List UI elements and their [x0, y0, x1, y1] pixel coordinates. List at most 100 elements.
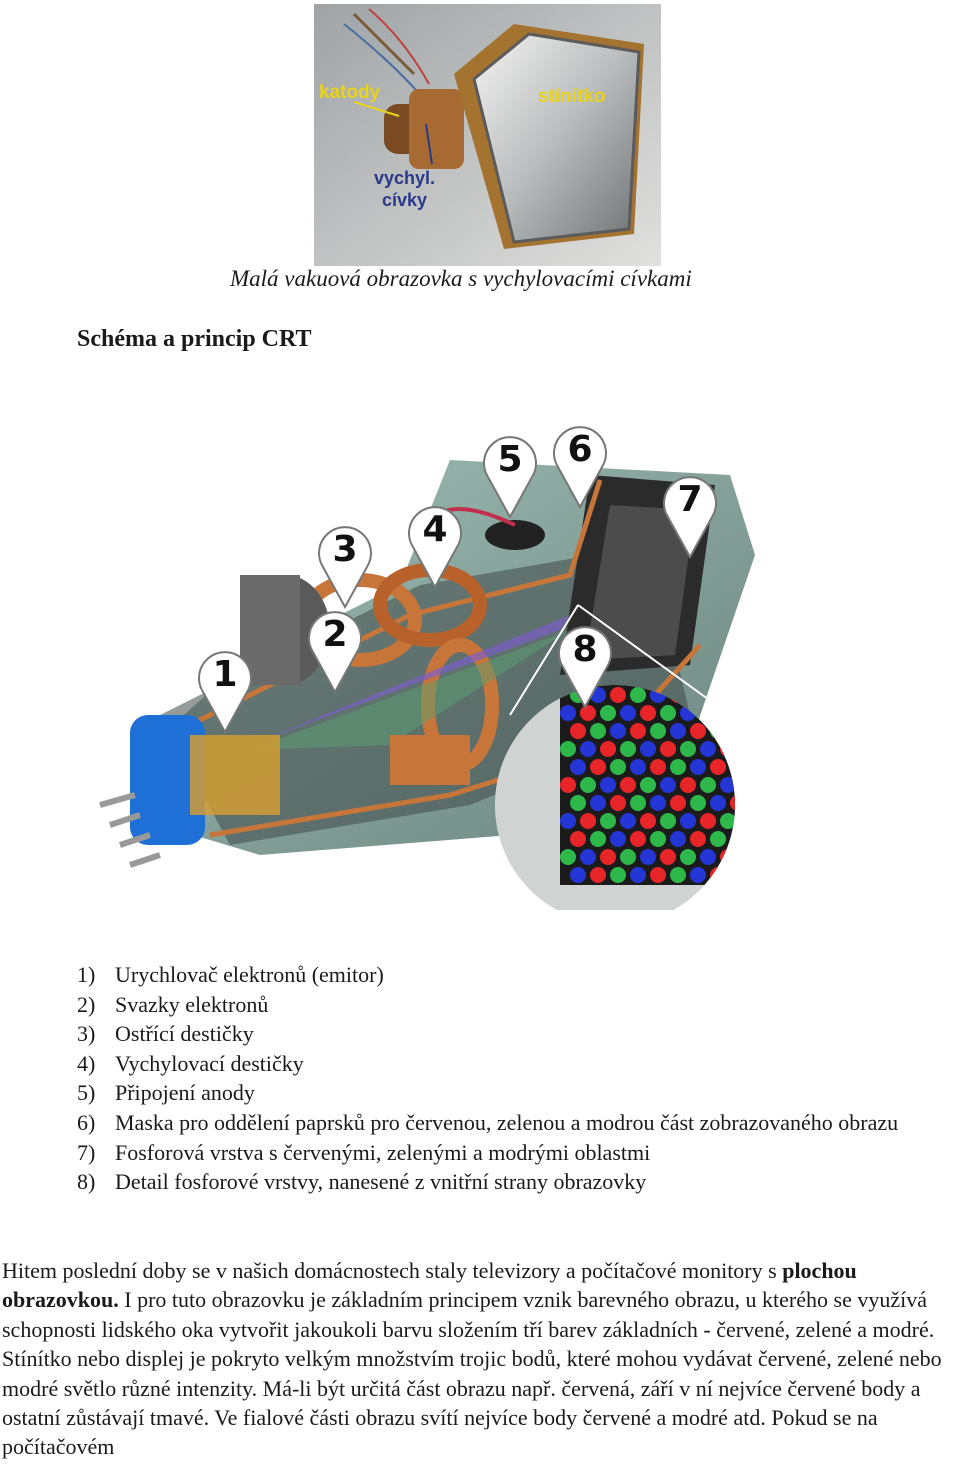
phosphor-dot: [650, 723, 666, 739]
photo-label-cathodes: katody: [319, 82, 381, 103]
phosphor-dot: [630, 867, 646, 883]
phosphor-dot: [700, 741, 716, 757]
phosphor-dot: [560, 741, 576, 757]
phosphor-dot: [740, 741, 756, 757]
phosphor-dot: [710, 795, 726, 811]
phosphor-dot: [610, 795, 626, 811]
legend-item-text: Fosforová vrstva s červenými, zelenými a…: [115, 1139, 651, 1165]
legend-item-text: Maska pro oddělení paprsků pro červenou,…: [115, 1109, 899, 1135]
phosphor-dot: [640, 705, 656, 721]
diagram-marker-5: 5: [483, 436, 537, 520]
legend-list: 1)Urychlovač elektronů (emitor)2)Svazky …: [77, 960, 957, 1197]
phosphor-dot: [580, 849, 596, 865]
phosphor-dot: [710, 831, 726, 847]
phosphor-dot: [760, 741, 770, 757]
legend-item: 6)Maska pro oddělení paprsků pro červeno…: [77, 1108, 957, 1138]
legend-item-number: 8): [77, 1169, 96, 1195]
diagram-marker-label: 7: [677, 479, 702, 520]
phosphor-dot: [720, 741, 735, 757]
phosphor-dot: [570, 723, 586, 739]
phosphor-dot: [760, 669, 770, 685]
body-paragraph: Hitem poslední doby se v našich domácnos…: [2, 1256, 960, 1462]
phosphor-dot: [660, 705, 676, 721]
phosphor-dot: [730, 795, 735, 811]
phosphor-dot: [580, 741, 596, 757]
phosphor-dot: [610, 759, 626, 775]
phosphor-dot: [730, 723, 735, 739]
phosphor-dot: [650, 867, 666, 883]
legend-item-text: Detail fosforové vrstvy, nanesené z vnit…: [115, 1169, 647, 1195]
phosphor-dot: [600, 705, 616, 721]
phosphor-dot: [670, 759, 686, 775]
legend-item: 8) Detail fosforové vrstvy, nanesené z vn…: [77, 1167, 957, 1197]
diagram-marker-label: 2: [322, 614, 347, 655]
diagram-marker-label: 8: [572, 629, 597, 670]
phosphor-dot: [690, 867, 706, 883]
phosphor-dot: [720, 777, 735, 793]
phosphor-dot: [760, 849, 770, 865]
diagram-marker-6: 6: [553, 426, 607, 510]
phosphor-dot: [690, 723, 706, 739]
diagram-marker-3: 3: [318, 526, 372, 610]
phosphor-dot: [730, 867, 735, 883]
body-text-before: Hitem poslední doby se v našich domácnos…: [2, 1258, 783, 1283]
phosphor-dot: [740, 813, 756, 829]
phosphor-dot: [610, 831, 626, 847]
phosphor-dot: [650, 795, 666, 811]
phosphor-dot: [640, 777, 656, 793]
phosphor-dot: [670, 831, 686, 847]
phosphor-dot: [700, 813, 716, 829]
phosphor-dot: [680, 777, 696, 793]
phosphor-dot: [580, 813, 596, 829]
photo-label-screen: stínítko: [538, 86, 606, 107]
phosphor-dot: [600, 849, 616, 865]
phosphor-dot: [760, 777, 770, 793]
phosphor-dot: [640, 741, 656, 757]
phosphor-dot: [730, 687, 735, 703]
phosphor-dot: [680, 741, 696, 757]
phosphor-dot: [680, 813, 696, 829]
phosphor-dot: [650, 759, 666, 775]
phosphor-dot: [600, 741, 616, 757]
phosphor-dot: [630, 723, 646, 739]
legend-item-number: 7): [77, 1139, 96, 1165]
phosphor-dot: [580, 777, 596, 793]
phosphor-dot: [670, 795, 686, 811]
diagram-marker-label: 1: [212, 654, 237, 695]
phosphor-dot: [760, 813, 770, 829]
phosphor-dot: [630, 831, 646, 847]
phosphor-dot: [690, 831, 706, 847]
diagram-marker-7: 7: [663, 476, 717, 560]
phosphor-dot: [730, 759, 735, 775]
phosphor-dot: [560, 705, 576, 721]
legend-item-number: 1): [77, 962, 96, 987]
phosphor-dot: [630, 687, 646, 703]
phosphor-dot: [590, 831, 606, 847]
phosphor-dot: [610, 867, 626, 883]
phosphor-dot: [750, 867, 766, 883]
phosphor-dot: [710, 759, 726, 775]
phosphor-dot: [590, 723, 606, 739]
photo-label-coils-1: vychyl.: [374, 168, 435, 188]
phosphor-dot: [660, 849, 676, 865]
phosphor-dot: [660, 813, 676, 829]
phosphor-dot: [640, 813, 656, 829]
photo-caption: Malá vakuová obrazovka s vychylovacími c…: [230, 266, 692, 291]
phosphor-dot: [710, 867, 726, 883]
legend-item-number: 3): [77, 1021, 96, 1047]
phosphor-dot: [750, 687, 766, 703]
legend-item-text: Urychlovač elektronů (emitor): [115, 962, 384, 987]
phosphor-dot: [750, 723, 766, 739]
phosphor-dot: [710, 723, 726, 739]
phosphor-dot: [590, 867, 606, 883]
phosphor-dot: [690, 795, 706, 811]
phosphor-dot: [740, 705, 756, 721]
phosphor-dot: [630, 759, 646, 775]
legend-item-number: 4): [77, 1050, 96, 1076]
diagram-marker-label: 3: [332, 529, 357, 570]
phosphor-dot: [570, 831, 586, 847]
legend-item-text: Vychylovací destičky: [115, 1050, 304, 1076]
phosphor-dot: [570, 867, 586, 883]
diagram-marker-4: 4: [408, 506, 462, 590]
phosphor-dot: [620, 813, 636, 829]
